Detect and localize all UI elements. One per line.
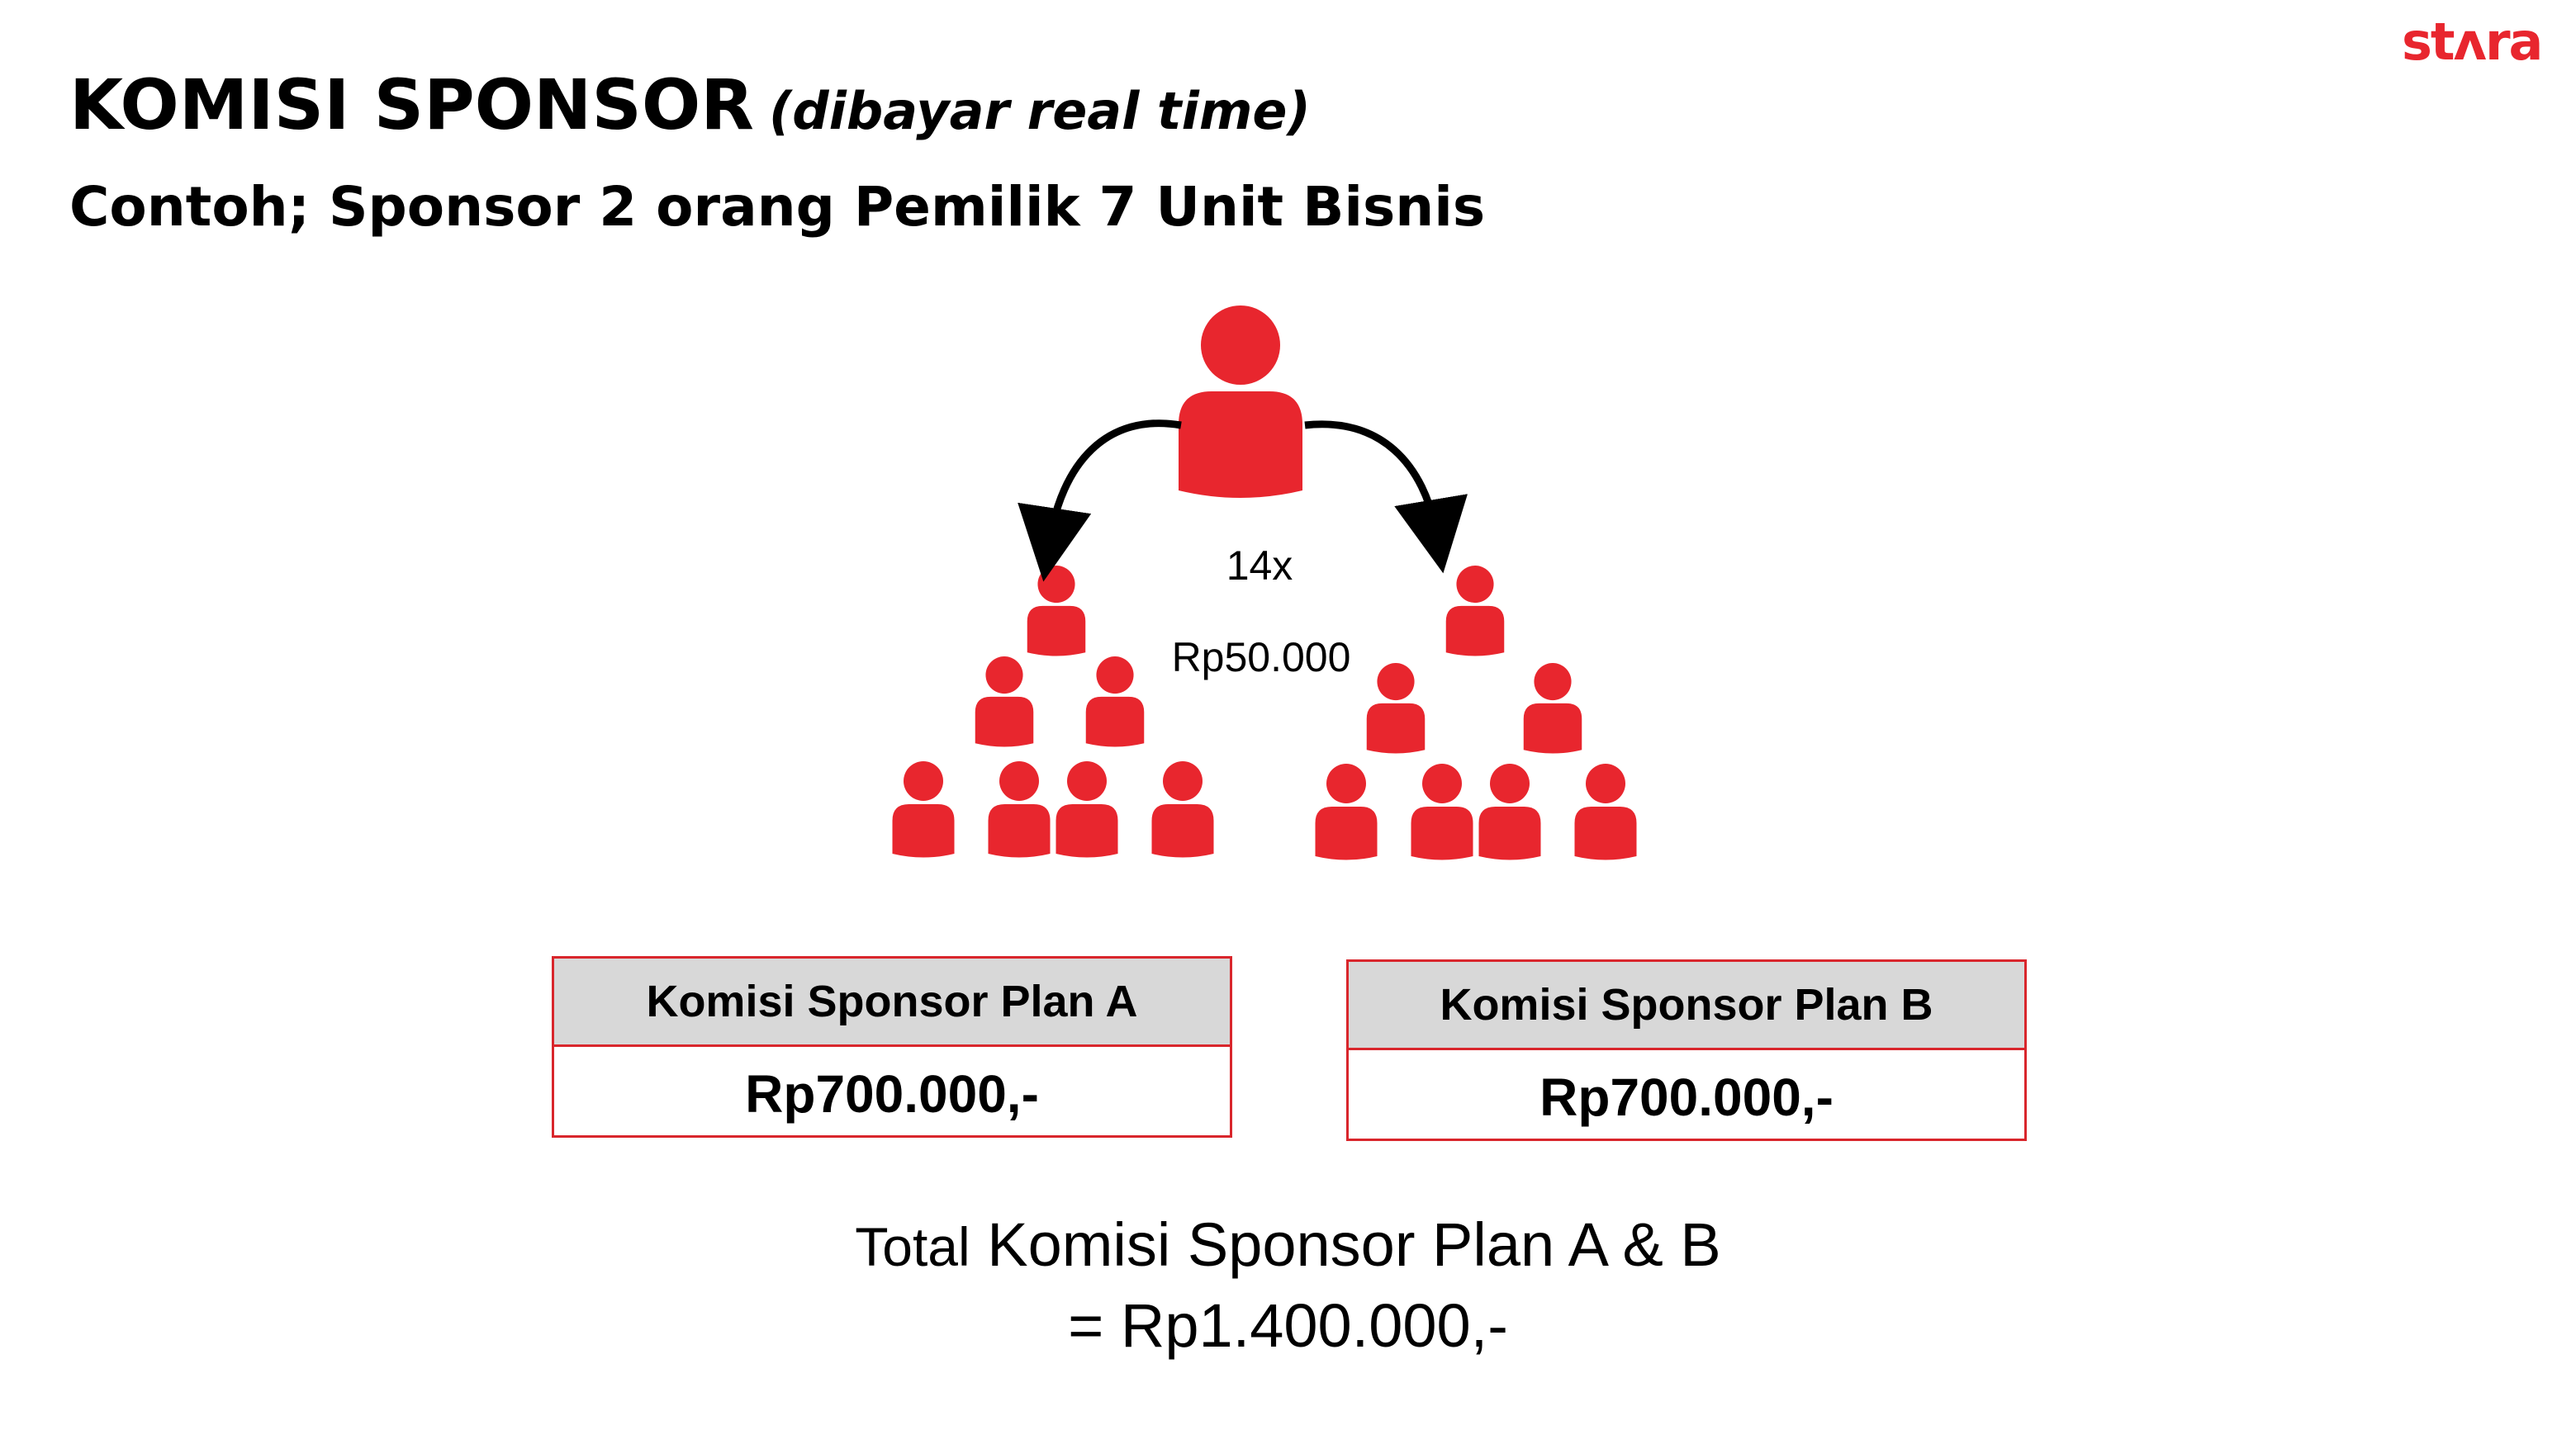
stara-logo: stʌra <box>2402 12 2543 72</box>
person-icon <box>988 761 1051 858</box>
title-main: KOMISI SPONSOR <box>69 64 754 145</box>
plan-b-value: Rp700.000,- <box>1539 1067 1834 1127</box>
page-title: KOMISI SPONSOR(dibayar real time) <box>69 64 1311 145</box>
plan-a-box: Komisi Sponsor Plan A Rp700.000,- <box>552 956 1232 1138</box>
person-icon <box>892 761 955 858</box>
left-arrow-icon <box>1018 419 1182 582</box>
total-label: Komisi Sponsor Plan A & B <box>987 1210 1721 1279</box>
person-icon <box>1027 566 1086 656</box>
plan-a-value: Rp700.000,- <box>745 1063 1039 1124</box>
person-icon <box>1445 566 1505 656</box>
total-label-line: Total Komisi Sponsor Plan A & B <box>0 1205 2576 1286</box>
plan-b-box: Komisi Sponsor Plan B Rp700.000,- <box>1346 959 2027 1141</box>
person-icon <box>1056 761 1118 858</box>
page-subtitle: Contoh; Sponsor 2 orang Pemilik 7 Unit B… <box>69 175 1486 239</box>
person-icon <box>1315 764 1378 860</box>
plan-b-label: Komisi Sponsor Plan B <box>1349 962 2024 1050</box>
person-icon <box>975 656 1034 747</box>
total-value: = Rp1.400.000,- <box>1068 1291 1508 1360</box>
person-icon <box>1574 764 1637 860</box>
title-note: (dibayar real time) <box>768 81 1311 141</box>
person-icon <box>1366 663 1426 754</box>
person-icon <box>1478 764 1541 860</box>
sponsor-tree-diagram: 14x Rp50.000 <box>892 305 1637 860</box>
total-prefix: Total <box>855 1216 970 1277</box>
sponsor-person-icon <box>1179 305 1302 498</box>
count-label: 14x <box>1226 542 1293 589</box>
right-arrow-icon <box>1304 420 1468 574</box>
person-icon <box>1151 761 1214 858</box>
total-summary: Total Komisi Sponsor Plan A & B = Rp1.40… <box>0 1205 2576 1366</box>
person-icon <box>1085 656 1145 747</box>
amount-label: Rp50.000 <box>1172 634 1351 680</box>
person-icon <box>1411 764 1473 860</box>
person-icon <box>1523 663 1582 754</box>
plan-a-label: Komisi Sponsor Plan A <box>554 959 1230 1047</box>
